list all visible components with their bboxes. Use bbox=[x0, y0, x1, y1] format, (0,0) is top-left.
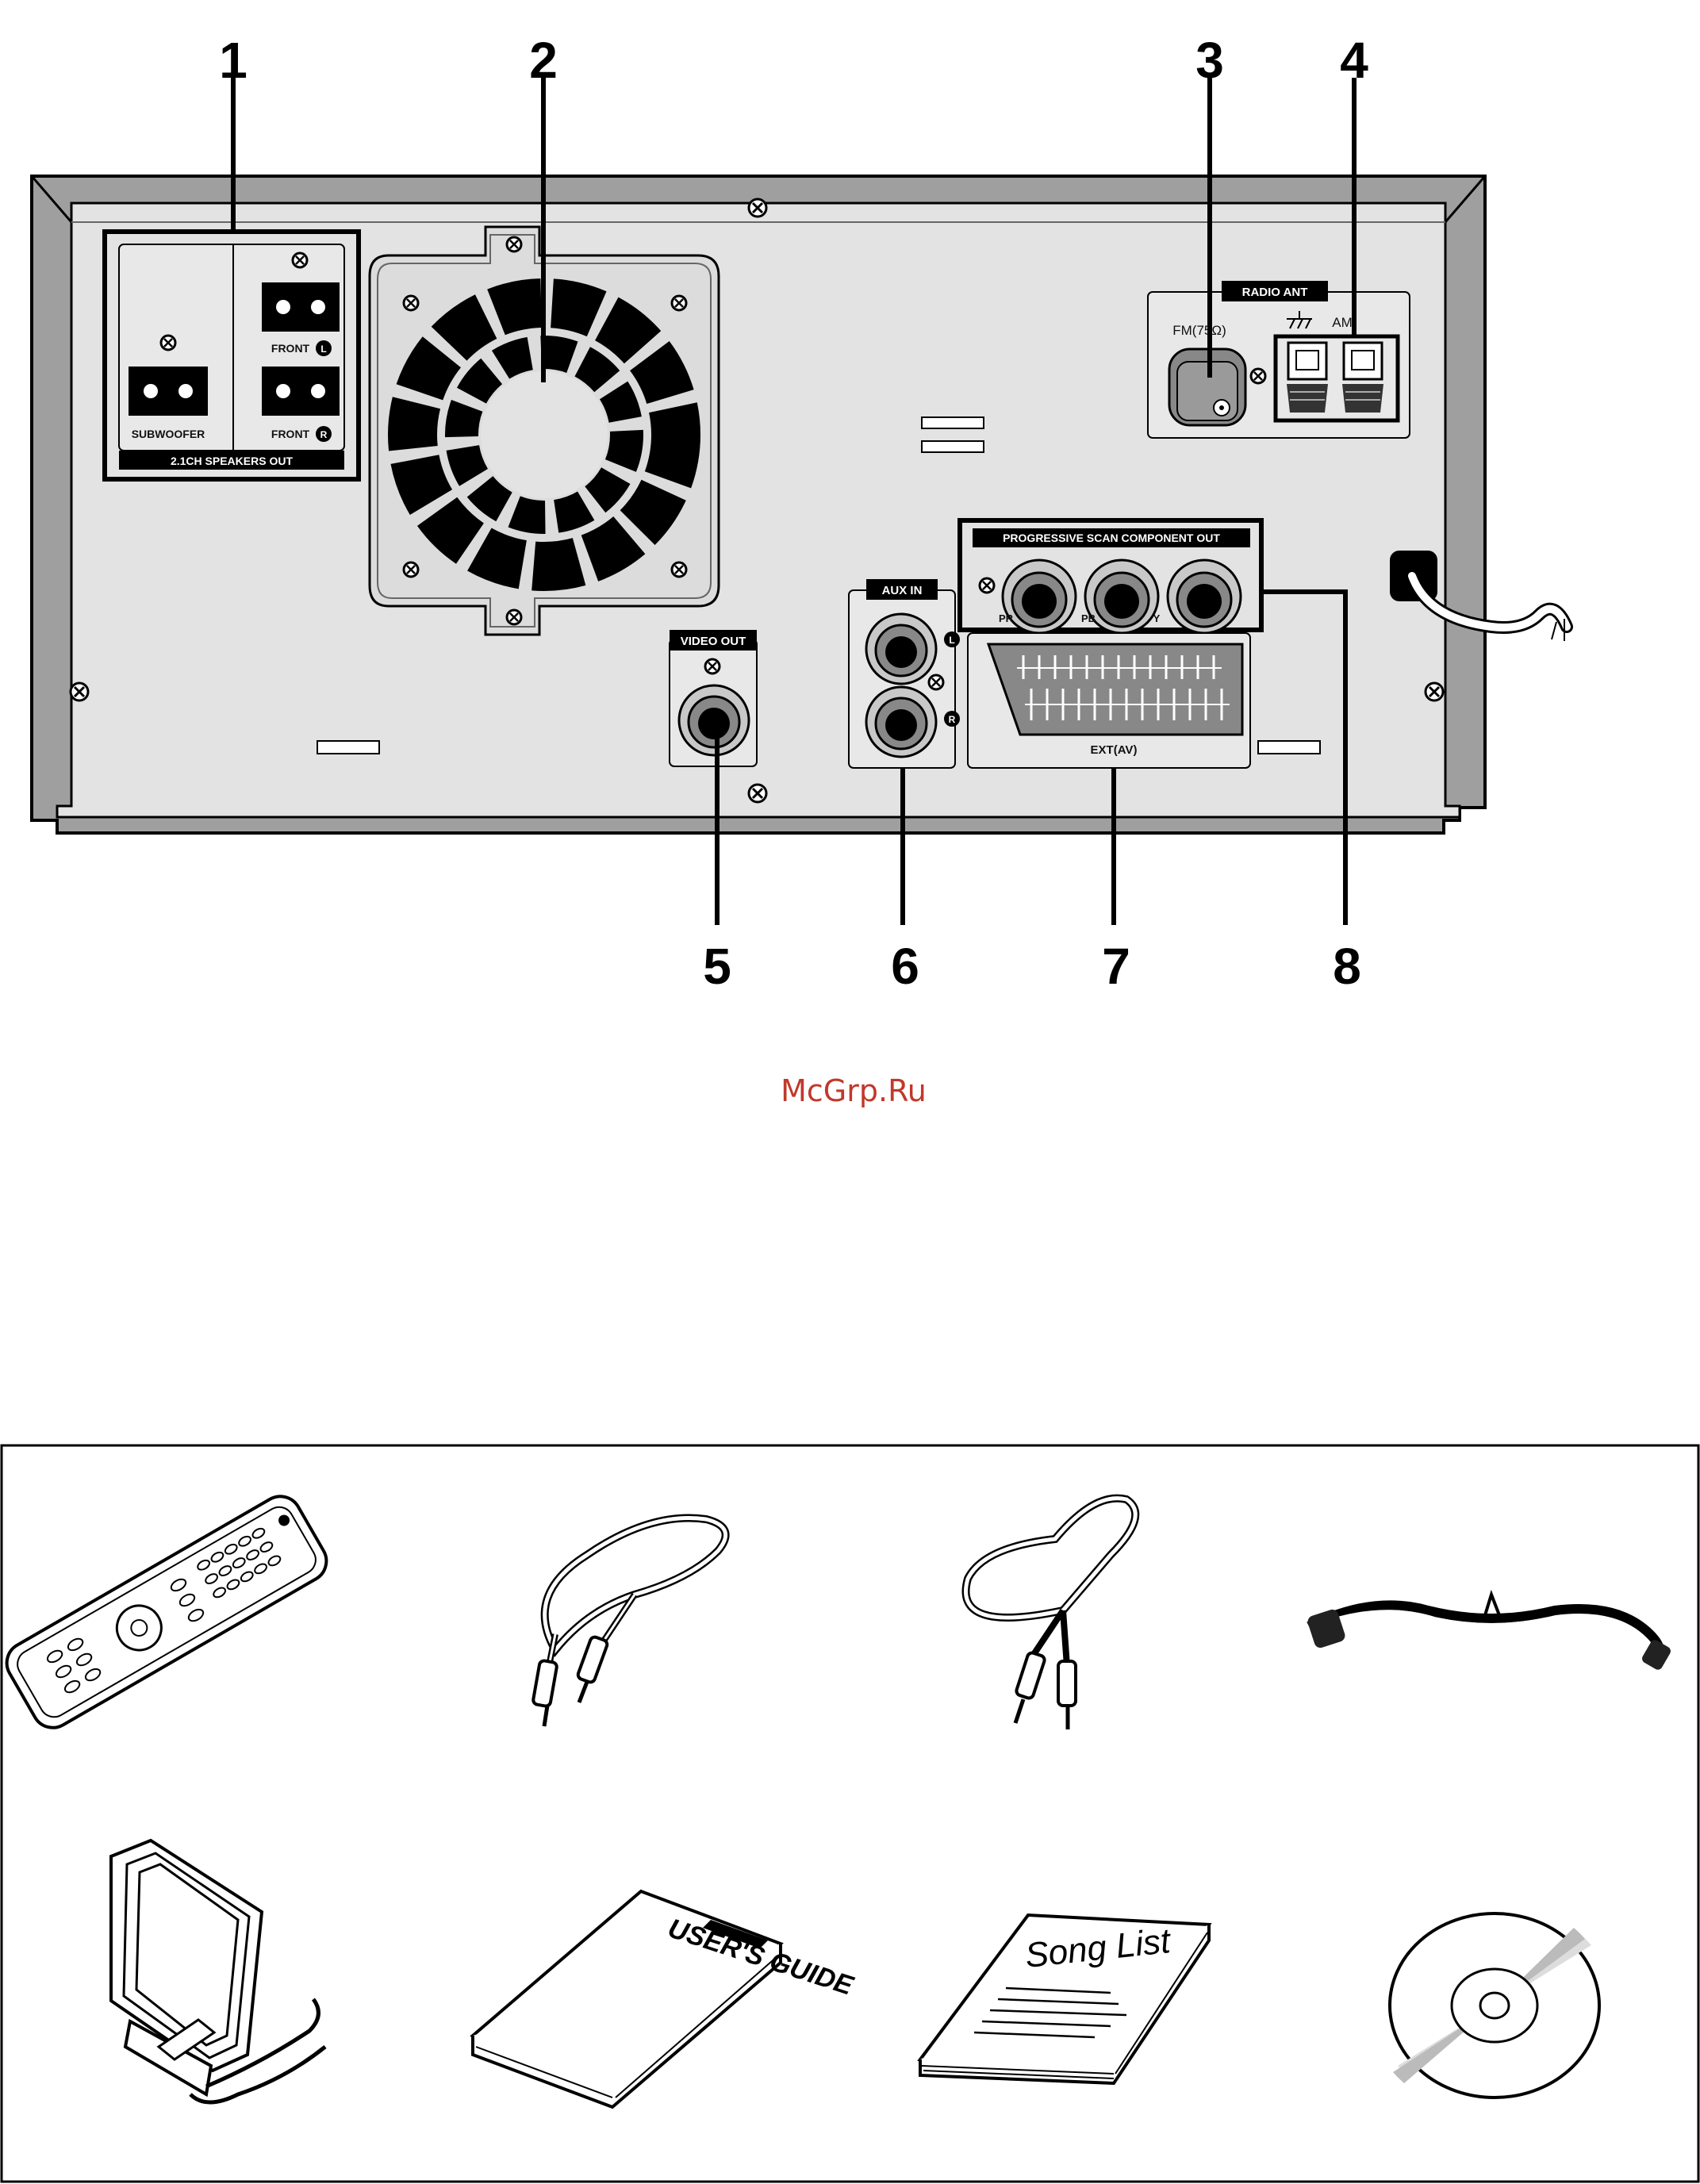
screw-icon bbox=[1426, 683, 1443, 700]
front-right-terminal[interactable] bbox=[262, 367, 340, 416]
callout-4: 4 bbox=[1340, 32, 1368, 89]
subwoofer-label: SUBWOOFER bbox=[132, 428, 205, 440]
vent-slot bbox=[1258, 741, 1320, 754]
screw-icon bbox=[293, 253, 307, 267]
screw-icon bbox=[672, 296, 686, 310]
y-label: Y bbox=[1153, 612, 1161, 624]
radio-antenna-block: RADIO ANT FM(75Ω) AM bbox=[1148, 281, 1410, 438]
screw-icon bbox=[404, 562, 418, 577]
ext-av-block: EXT(AV) bbox=[968, 633, 1250, 768]
screw-icon bbox=[672, 562, 686, 577]
aux-right-glyph: R bbox=[949, 714, 956, 725]
ext-av-label: EXT(AV) bbox=[1091, 743, 1138, 757]
callout-5: 5 bbox=[703, 938, 731, 995]
front-left-terminal[interactable] bbox=[262, 282, 340, 332]
callout-7: 7 bbox=[1102, 938, 1130, 995]
screw-icon bbox=[404, 296, 418, 310]
video-out-label: VIDEO OUT bbox=[681, 635, 746, 648]
video-out-block: VIDEO OUT bbox=[670, 630, 757, 766]
aux-left-jack[interactable] bbox=[866, 614, 936, 684]
aux-right-jack[interactable] bbox=[866, 687, 936, 757]
fm-label: FM(75Ω) bbox=[1172, 323, 1226, 338]
screw-icon bbox=[929, 675, 943, 689]
am-label: AM bbox=[1332, 315, 1353, 330]
aux-left-glyph: L bbox=[949, 635, 954, 646]
callout-6: 6 bbox=[891, 938, 919, 995]
right-glyph: R bbox=[320, 429, 328, 440]
pr-jack[interactable] bbox=[1003, 560, 1076, 633]
front-right-label: FRONT bbox=[271, 428, 310, 440]
vent-slot bbox=[922, 441, 984, 452]
back-panel: 2.1CH SPEAKERS OUT SUBWOOFER FRONT L FRO… bbox=[32, 176, 1567, 833]
aux-in-label: AUX IN bbox=[882, 584, 923, 597]
screw-icon bbox=[507, 610, 521, 624]
radio-ant-label: RADIO ANT bbox=[1242, 286, 1308, 299]
scart-connector[interactable] bbox=[988, 644, 1242, 735]
watermark-text: McGrp.Ru bbox=[781, 1073, 927, 1108]
speakers-out-block: 2.1CH SPEAKERS OUT SUBWOOFER FRONT L FRO… bbox=[105, 232, 359, 479]
left-glyph: L bbox=[320, 344, 326, 355]
screw-icon bbox=[980, 578, 994, 593]
component-out-label: PROGRESSIVE SCAN COMPONENT OUT bbox=[1003, 532, 1220, 544]
callout-2: 2 bbox=[529, 32, 558, 89]
aux-in-block: AUX IN L R bbox=[849, 579, 960, 768]
callout-8: 8 bbox=[1333, 938, 1361, 995]
callout-3: 3 bbox=[1195, 32, 1224, 89]
speakers-out-label: 2.1CH SPEAKERS OUT bbox=[171, 455, 293, 467]
screw-icon bbox=[1251, 369, 1265, 383]
screw-icon bbox=[507, 237, 521, 251]
y-jack[interactable] bbox=[1168, 560, 1241, 633]
subwoofer-terminal[interactable] bbox=[129, 367, 208, 416]
disc-icon bbox=[1390, 1913, 1599, 2098]
vent-slot bbox=[922, 417, 984, 428]
pr-label: PR bbox=[999, 612, 1014, 624]
video-out-jack[interactable] bbox=[679, 685, 749, 755]
vent-slot bbox=[317, 741, 379, 754]
screw-icon bbox=[161, 336, 175, 350]
front-left-label: FRONT bbox=[271, 342, 310, 355]
screw-icon bbox=[749, 785, 766, 802]
pb-label: PB bbox=[1081, 612, 1096, 624]
screw-icon bbox=[705, 659, 720, 674]
callout-1: 1 bbox=[219, 32, 248, 89]
screw-icon bbox=[749, 199, 766, 217]
pb-jack[interactable] bbox=[1085, 560, 1158, 633]
screw-icon bbox=[71, 683, 88, 700]
